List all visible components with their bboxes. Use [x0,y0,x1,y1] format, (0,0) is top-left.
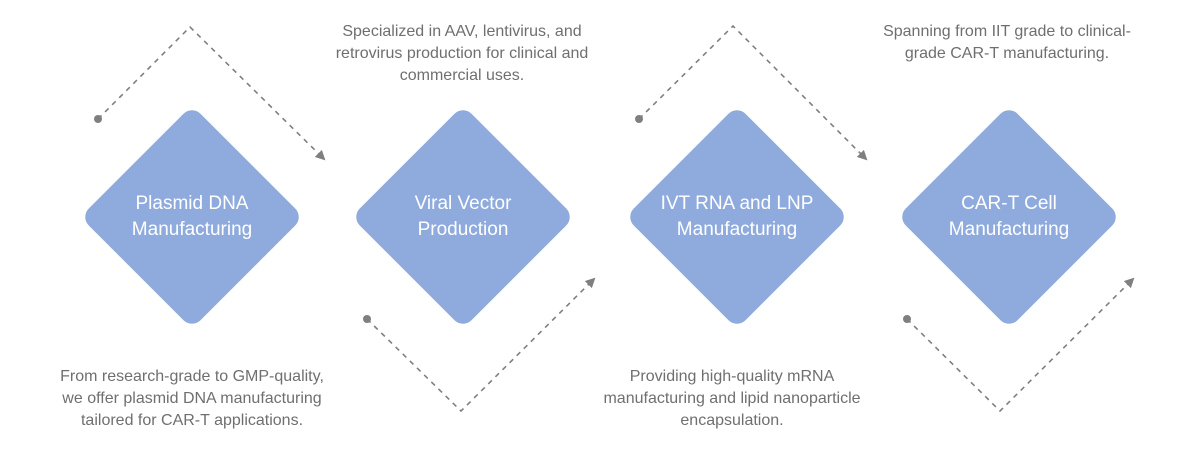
step-title-line: Production [417,219,509,240]
step-plasmid-dna-diamond: Plasmid DNA Manufacturing [80,105,304,329]
step-title-line: Plasmid DNA [135,193,249,214]
connector-2 [366,277,596,413]
description-line: commercial uses. [399,67,525,84]
step-car-t-cell-description: Spanning from IIT grade to clinical- gra… [852,21,1162,65]
description-line: retrovirus production for clinical and [335,45,589,62]
step-viral-vector-description: Specialized in AAV, lentivirus, and retr… [287,21,637,87]
connector-1 [97,25,326,161]
description-line: Providing high-quality mRNA [629,368,835,385]
step-title: CAR-T Cell Manufacturing [914,191,1104,243]
connector-3-start-dot [635,115,643,123]
description-line: Spanning from IIT grade to clinical- [883,23,1131,40]
description-line: From research-grade to GMP-quality, [60,368,324,385]
step-title-line: CAR-T Cell [961,193,1057,214]
step-title-line: Manufacturing [676,219,798,240]
connector-2-start-dot [363,315,371,323]
step-ivt-rna-lnp-description: Providing high-quality mRNA manufacturin… [557,366,907,432]
step-title-line: Viral Vector [414,193,512,214]
step-title: Viral Vector Production [368,191,558,243]
description-line: we offer plasmid DNA manufacturing [62,390,322,407]
step-viral-vector-diamond: Viral Vector Production [351,105,575,329]
connector-3 [638,24,868,161]
connector-4-start-dot [903,315,911,323]
step-plasmid-dna-description: From research-grade to GMP-quality, we o… [17,366,367,432]
step-ivt-rna-lnp-diamond: IVT RNA and LNP Manufacturing [625,105,849,329]
connector-1-start-dot [94,115,102,123]
step-title-line: Manufacturing [131,219,253,240]
description-line: Specialized in AAV, lentivirus, and [342,23,582,40]
description-line: manufacturing and lipid nanoparticle [603,390,861,407]
description-line: encapsulation. [680,412,784,429]
description-line: tailored for CAR-T applications. [80,412,304,429]
step-title: IVT RNA and LNP Manufacturing [642,191,832,243]
step-car-t-cell-diamond: CAR-T Cell Manufacturing [897,105,1121,329]
description-line: grade CAR-T manufacturing. [904,45,1110,62]
connector-4 [906,277,1135,413]
step-title-line: Manufacturing [948,219,1070,240]
step-title: Plasmid DNA Manufacturing [97,191,287,243]
step-title-line: IVT RNA and LNP [660,193,814,214]
